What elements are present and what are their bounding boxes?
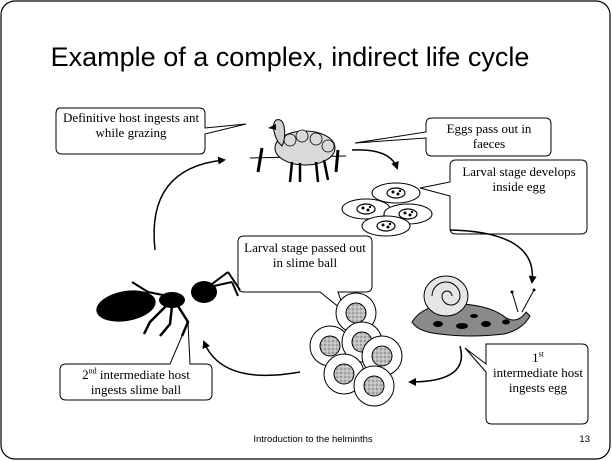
slime-balls — [309, 292, 403, 407]
first-host-superscript: st — [538, 349, 544, 359]
second-host-number: 2 — [82, 367, 89, 382]
second-host-superscript: nd — [88, 366, 97, 376]
arrow-ant-to-sheep — [153, 156, 226, 251]
callout-second-host-text: 2nd intermediate host ingests slime ball — [64, 367, 208, 397]
sheep-icon — [249, 119, 347, 183]
page-number: 13 — [579, 434, 590, 445]
callout-definitive-host-text: Definitive host ingests ant while grazin… — [62, 110, 200, 140]
arrow-slime-to-ant — [202, 340, 301, 377]
egg-icon — [361, 215, 411, 237]
callout-first-host — [464, 343, 589, 425]
slide-title: Example of a complex, indirect life cycl… — [50, 42, 530, 72]
callout-eggs-pass — [354, 117, 552, 157]
callout-second-host — [59, 321, 213, 401]
arrow-sheep-to-eggs — [351, 149, 399, 170]
first-host-description: intermediate host ingests egg — [493, 365, 583, 395]
callout-definitive-host — [55, 107, 247, 155]
egg-icon — [371, 182, 421, 204]
second-host-description: intermediate host ingests slime ball — [90, 367, 190, 397]
slime-ball-icon — [353, 365, 395, 407]
callout-eggs-pass-text: Eggs pass out in faeces — [446, 121, 532, 151]
egg-icon — [341, 198, 391, 220]
callout-first-host-text: 1st intermediate host ingests egg — [492, 350, 584, 395]
slide-footer: Introduction to the helminths — [253, 434, 373, 445]
arrow-snail-to-slime — [408, 345, 463, 386]
callout-larval-slime-text: Larval stage passed out in slime ball — [244, 240, 366, 270]
first-host-number: 1 — [532, 350, 539, 365]
callout-larval-develops — [419, 159, 588, 235]
snail-icon — [411, 275, 536, 337]
callout-larval-develops-text: Larval stage develops inside egg — [462, 164, 576, 194]
arrow-eggs-to-snail — [449, 229, 537, 284]
ant-icon — [96, 271, 241, 337]
eggs-cluster — [341, 182, 433, 237]
